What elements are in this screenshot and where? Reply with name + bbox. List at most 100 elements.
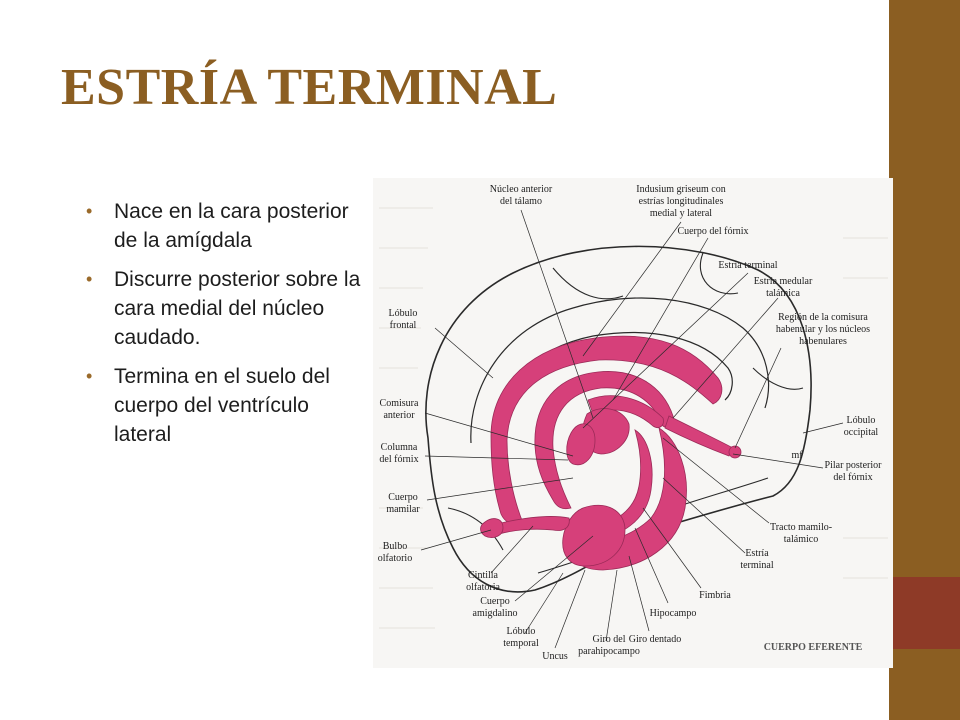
label-line: habenular y los núcleos <box>776 324 870 335</box>
label-line: occipital <box>844 427 879 438</box>
label-line: Lóbulo <box>507 626 536 637</box>
bullet-dot-icon: • <box>86 201 93 221</box>
sulcus-line <box>752 367 804 390</box>
label-line: Comisura <box>380 398 419 409</box>
label-line: talámica <box>766 288 800 299</box>
label-line: Giro del <box>592 634 625 645</box>
faint-text-lines <box>379 207 888 629</box>
label-line: anterior <box>383 410 415 421</box>
label-line: estrías longitudinales <box>639 196 724 207</box>
label-line: del tálamo <box>500 196 542 207</box>
sulcus-line <box>699 252 739 295</box>
label-uncus: Uncus <box>542 651 568 662</box>
label-line: terminal <box>740 560 774 571</box>
label-line: Estría <box>745 548 769 559</box>
label-line: Uncus <box>542 651 568 662</box>
label-line: habenulares <box>799 336 847 347</box>
label-line: Cintilla <box>468 570 499 581</box>
label-line: Tracto mamilo- <box>770 522 832 533</box>
label-line: olfatorio <box>378 553 412 564</box>
label-line: Región de la comisura <box>778 312 868 323</box>
label-line: mamilar <box>386 504 420 515</box>
label-line: Indusium griseum con <box>636 184 725 195</box>
bullet-list: • Nace en la cara posterior de la amígdal… <box>86 197 368 459</box>
bullet-item: •Discurre posterior sobre la cara medial… <box>86 265 368 352</box>
label-line: Lóbulo <box>389 308 418 319</box>
slide-title: ESTRÍA TERMINAL <box>61 59 558 116</box>
label-fimbria: Fimbria <box>699 590 731 601</box>
bullet-dot-icon: • <box>86 366 93 386</box>
cingulate-gyrus-outline <box>470 297 770 444</box>
posterior-fornix-pillar <box>664 415 734 457</box>
label-tracto-mamilo: Tracto mamilo-talámico <box>770 522 832 545</box>
label-line: Fimbria <box>699 590 731 601</box>
label-line: Estría medular <box>754 276 813 287</box>
fornix-body <box>587 395 664 428</box>
label-cuerpo-fornix: Cuerpo del fórnix <box>677 226 748 237</box>
diagram-background <box>373 178 893 668</box>
label-line: olfatoria <box>466 582 500 593</box>
stria-terminalis-structures <box>480 335 742 571</box>
label-line: parahipocampo <box>578 646 640 657</box>
label-mf: mf <box>791 450 803 461</box>
label-line: Hipocampo <box>650 608 697 619</box>
olfactory-tract <box>498 516 570 535</box>
label-giro-dentado: Giro dentado <box>629 634 682 645</box>
label-line: Cuerpo del fórnix <box>677 226 748 237</box>
label-estria-terminal-top: Estría terminal <box>718 260 777 271</box>
label-line: del fórnix <box>833 472 872 483</box>
label-line: Estría terminal <box>718 260 777 271</box>
label-line: Bulbo <box>383 541 407 552</box>
brain-outline <box>425 245 812 593</box>
bullet-item: • Nace en la cara posterior de la amígdal… <box>86 197 368 255</box>
bullet-text: Discurre posterior sobre la cara medial … <box>114 268 361 349</box>
label-line: Cuerpo <box>388 492 417 503</box>
sulcus-line <box>552 267 624 300</box>
sulcus-line <box>447 507 504 551</box>
label-caption: CUERPO EFERENTE <box>764 642 863 653</box>
label-hipocampo: Hipocampo <box>650 608 697 619</box>
label-line: CUERPO EFERENTE <box>764 642 863 653</box>
thalamic-cluster <box>566 423 596 466</box>
label-line: Lóbulo <box>847 415 876 426</box>
label-line: medial y lateral <box>650 208 712 219</box>
label-line: Pilar posterior <box>825 460 883 471</box>
label-line: talámico <box>784 534 818 545</box>
right-accent-block <box>893 577 960 649</box>
olfactory-bulb <box>480 518 504 538</box>
bullet-item: • Termina en el suelo del cuerpo del vent… <box>86 362 368 449</box>
label-line: Columna <box>381 442 418 453</box>
leader-lines <box>420 209 844 649</box>
bullet-text: Termina en el suelo del cuerpo del ventr… <box>114 365 330 446</box>
label-line: Núcleo anterior <box>490 184 553 195</box>
label-line: amigdalino <box>473 608 518 619</box>
bullet-text: Nace en la cara posterior de la amígdala <box>114 200 349 252</box>
stria-terminalis-arc <box>534 371 674 510</box>
label-line: frontal <box>390 320 417 331</box>
label-line: temporal <box>503 638 539 649</box>
label-line: Cuerpo <box>480 596 509 607</box>
label-line: Giro dentado <box>629 634 682 645</box>
label-line: del fórnix <box>379 454 418 465</box>
label-line: mf <box>791 450 803 461</box>
